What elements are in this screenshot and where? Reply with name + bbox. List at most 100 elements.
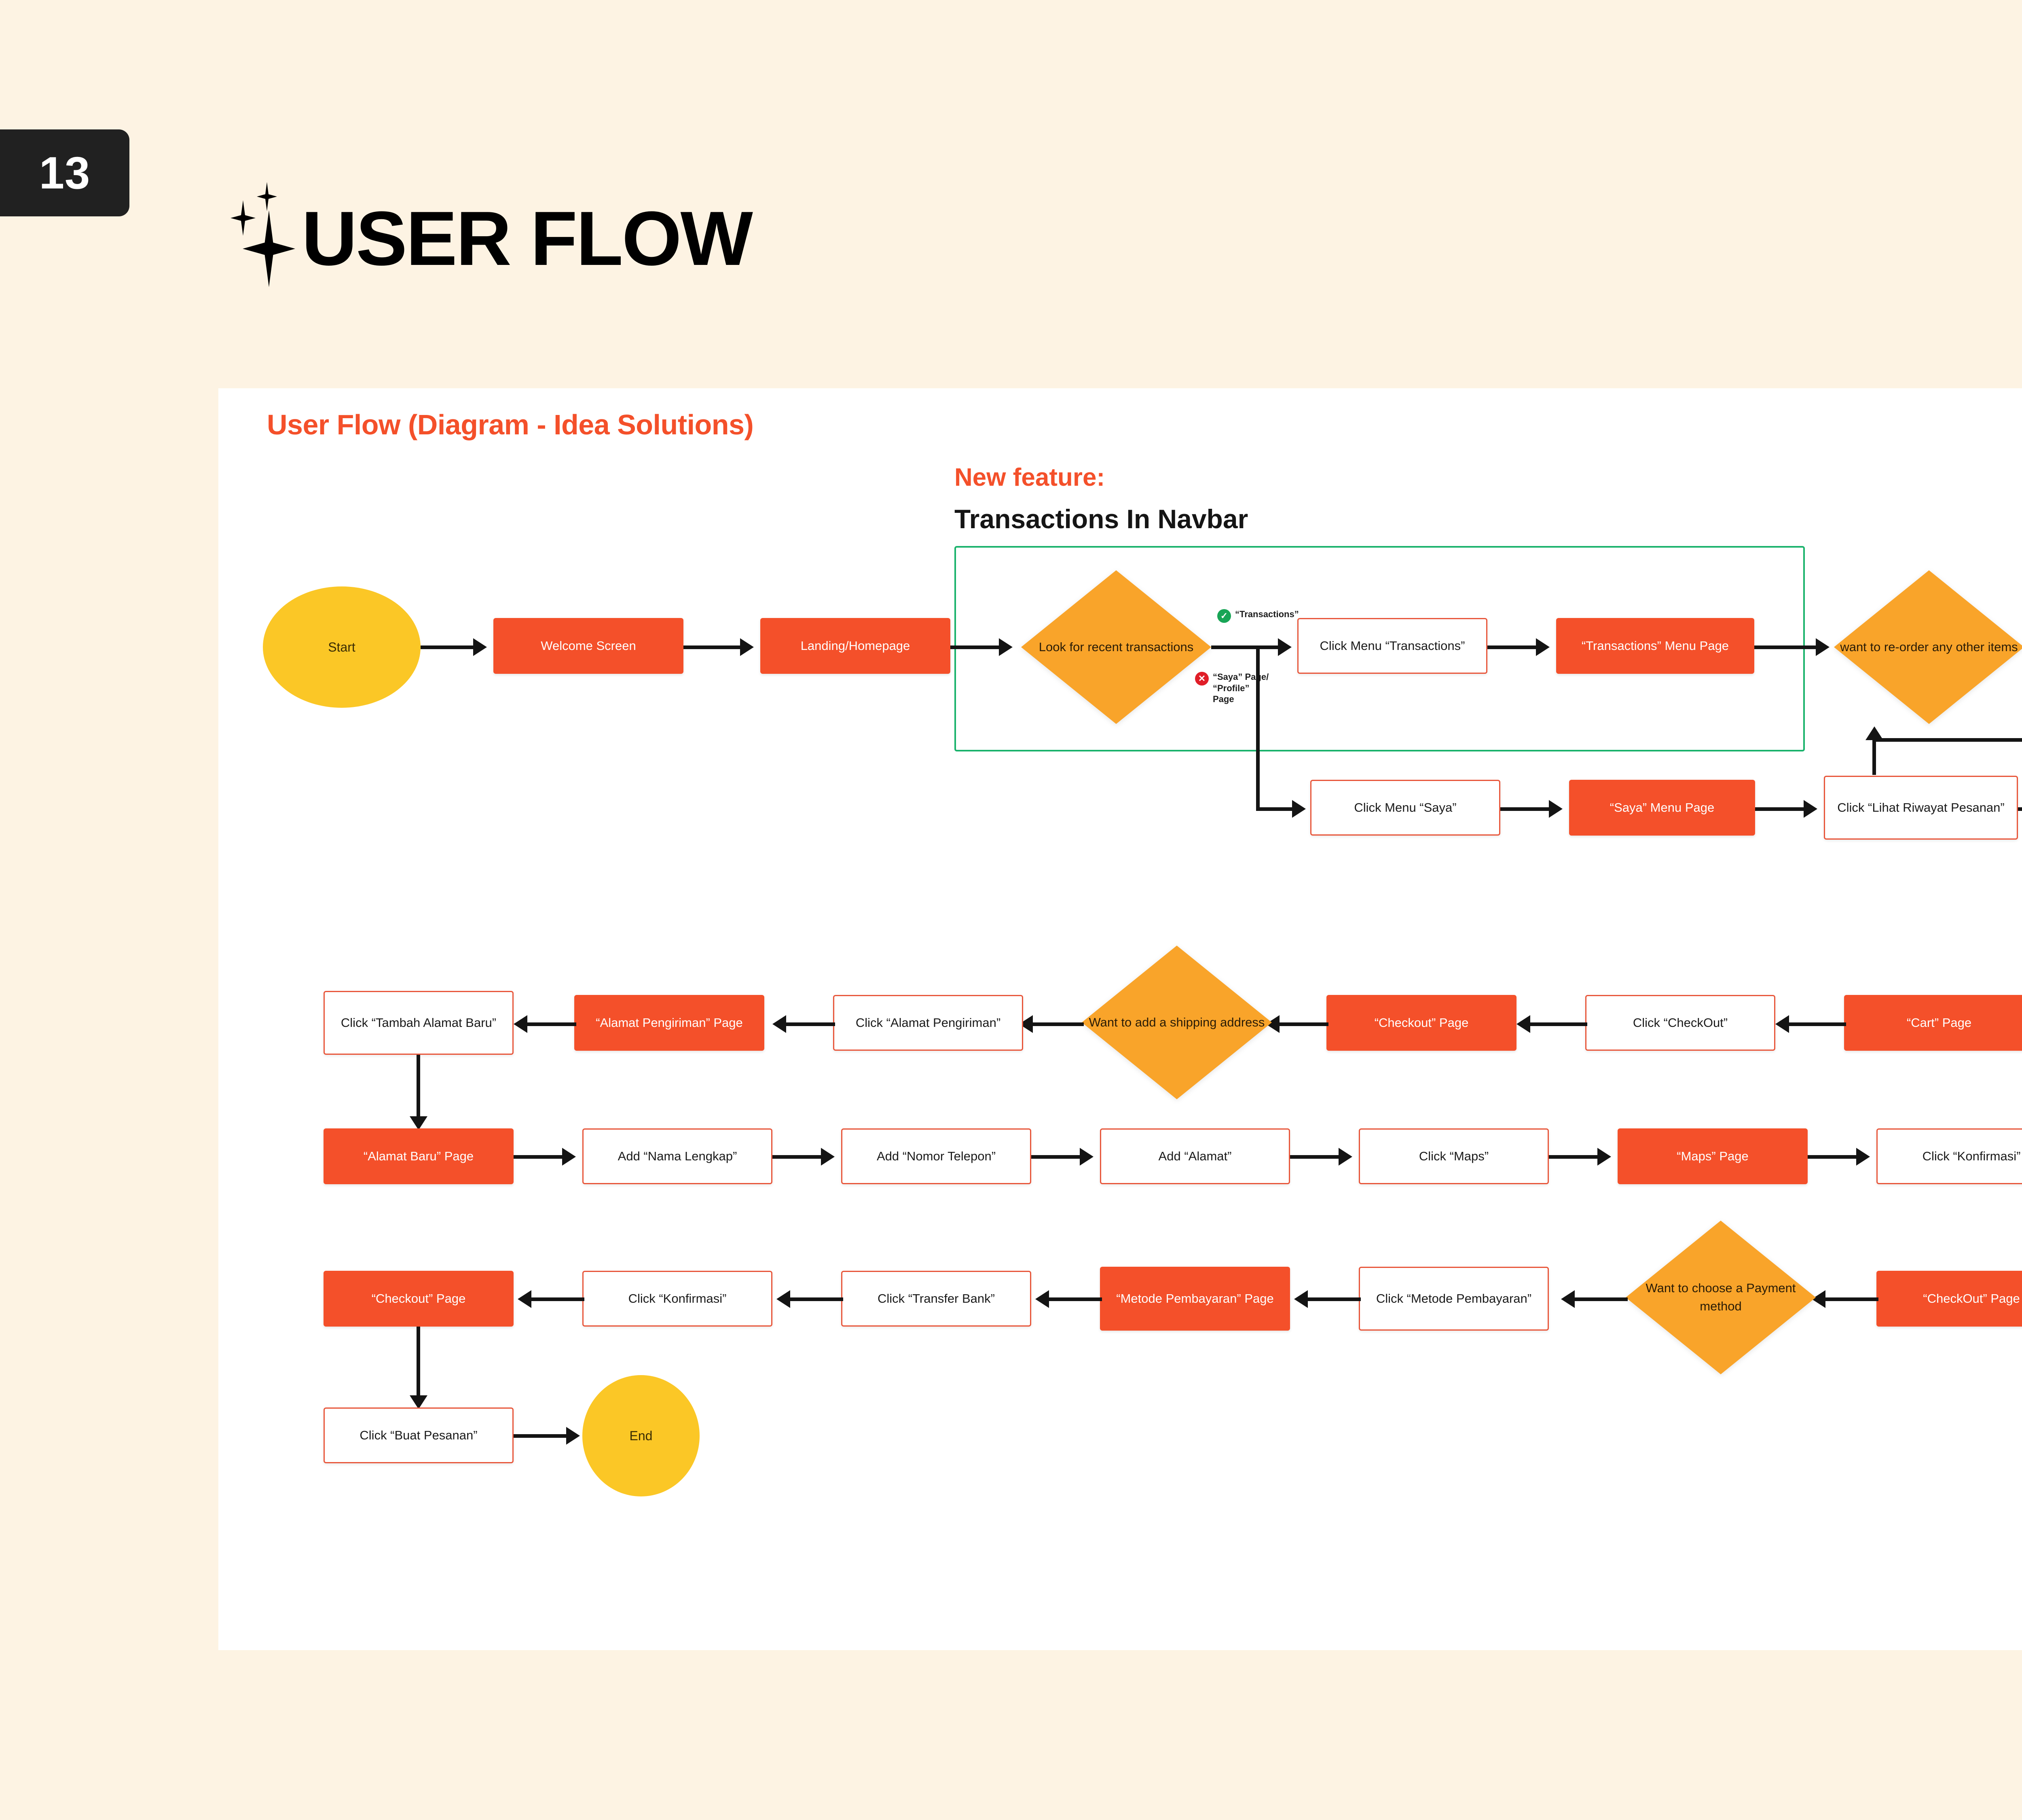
node-click-buat-pesanan[interactable]: Click “Buat Pesanan”: [324, 1407, 514, 1463]
slide-number-badge: 13: [0, 129, 129, 216]
flow-card-title: User Flow (Diagram - Idea Solutions): [267, 409, 754, 440]
arrow-left-icon: [1775, 1015, 1789, 1033]
connector: [1274, 1022, 1328, 1026]
cross-icon: ✕: [1195, 672, 1209, 686]
node-click-tambah-alamat-baru[interactable]: Click “Tambah Alamat Baru”: [324, 991, 514, 1055]
connector: [1256, 807, 1301, 811]
connector: [1820, 1297, 1878, 1301]
connector: [417, 1327, 420, 1403]
connector: [1525, 1022, 1587, 1026]
arrow-right-icon: [1292, 800, 1306, 818]
arrow-right-icon: [562, 1148, 576, 1166]
node-alamat-baru-page[interactable]: “Alamat Baru” Page: [324, 1128, 514, 1184]
node-look-for-recent-transactions[interactable]: Look for recent transactions: [1021, 570, 1211, 724]
connector: [1256, 647, 1260, 809]
arrow-left-icon: [1035, 1290, 1049, 1308]
arrow-right-icon: [1804, 800, 1817, 818]
node-checkout-page-3[interactable]: “Checkout” Page: [324, 1271, 514, 1327]
node-add-alamat[interactable]: Add “Alamat”: [1100, 1128, 1290, 1184]
arrow-right-icon: [740, 638, 754, 656]
node-add-nama-lengkap[interactable]: Add “Nama Lengkap”: [582, 1128, 772, 1184]
node-click-konfirmasi-2[interactable]: Click “Konfirmasi”: [582, 1271, 772, 1327]
node-click-menu-transactions[interactable]: Click Menu “Transactions”: [1297, 618, 1487, 674]
connector: [2018, 807, 2022, 811]
connector: [1872, 739, 1876, 775]
arrow-right-icon: [1278, 638, 1292, 656]
node-checkout-page-2[interactable]: “CheckOut” Page: [1876, 1271, 2022, 1327]
branch-label-saya-profile: ✕ “Saya” Page/ “Profile” Page: [1195, 671, 1272, 705]
connector: [1755, 807, 1808, 811]
new-feature-label: New feature:: [954, 463, 1105, 491]
node-alamat-pengiriman-page[interactable]: “Alamat Pengiriman” Page: [574, 995, 764, 1051]
arrow-left-icon: [1294, 1290, 1308, 1308]
arrow-right-icon: [1536, 638, 1550, 656]
node-want-to-choose-payment[interactable]: Want to choose a Payment method: [1626, 1221, 1816, 1374]
node-maps-page[interactable]: “Maps” Page: [1618, 1128, 1808, 1184]
arrow-down-icon: [410, 1395, 427, 1409]
arrow-up-icon: [1865, 726, 1883, 740]
arrow-right-icon: [821, 1148, 835, 1166]
node-want-to-add-shipping-address[interactable]: Want to add a shipping address: [1082, 946, 1272, 1099]
node-start[interactable]: Start: [263, 586, 421, 708]
node-add-nomor-telepon[interactable]: Add “Nomor Telepon”: [841, 1128, 1031, 1184]
branch-label-text: “Transactions”: [1235, 609, 1299, 619]
node-cart-page-2[interactable]: “Cart” Page: [1844, 995, 2022, 1051]
connector: [1027, 1022, 1084, 1026]
connector: [1569, 1297, 1628, 1301]
connector: [1808, 1155, 1860, 1159]
connector: [1031, 1155, 1084, 1159]
arrow-right-icon: [1816, 638, 1830, 656]
slide-header: USER FLOW: [226, 178, 753, 287]
node-welcome-screen[interactable]: Welcome Screen: [493, 618, 683, 674]
sparkle-icon: [226, 178, 299, 287]
arrow-left-icon: [1516, 1015, 1530, 1033]
connector: [1500, 807, 1553, 811]
node-click-metode-pembayaran[interactable]: Click “Metode Pembayaran”: [1359, 1267, 1549, 1331]
arrow-right-icon: [1080, 1148, 1093, 1166]
arrow-left-icon: [772, 1015, 786, 1033]
node-saya-menu-page[interactable]: “Saya” Menu Page: [1569, 780, 1755, 836]
connector: [1290, 1155, 1343, 1159]
arrow-right-icon: [1549, 800, 1563, 818]
connector: [1754, 645, 1819, 649]
arrow-left-icon: [776, 1290, 790, 1308]
node-end[interactable]: End: [582, 1375, 700, 1496]
node-click-transfer-bank[interactable]: Click “Transfer Bank”: [841, 1271, 1031, 1327]
node-click-menu-saya[interactable]: Click Menu “Saya”: [1310, 780, 1500, 836]
slide-number: 13: [39, 148, 91, 198]
node-landing-homepage[interactable]: Landing/Homepage: [760, 618, 950, 674]
node-click-konfirmasi-1[interactable]: Click “Konfirmasi”: [1876, 1128, 2022, 1184]
node-want-to-reorder[interactable]: want to re-order any other items: [1834, 570, 2022, 724]
connector: [1302, 1297, 1361, 1301]
node-click-lihat-riwayat-pesanan[interactable]: Click “Lihat Riwayat Pesanan”: [1824, 776, 2018, 840]
connector: [1783, 1022, 1846, 1026]
node-transactions-menu-page[interactable]: “Transactions” Menu Page: [1556, 618, 1754, 674]
check-icon: ✓: [1217, 609, 1231, 623]
node-click-alamat-pengiriman[interactable]: Click “Alamat Pengiriman”: [833, 995, 1023, 1051]
node-click-checkout[interactable]: Click “CheckOut”: [1585, 995, 1775, 1051]
arrow-right-icon: [473, 638, 487, 656]
connector: [1872, 738, 2022, 742]
connector: [514, 1155, 566, 1159]
connector: [785, 1297, 843, 1301]
node-checkout-page-1[interactable]: “Checkout” Page: [1326, 995, 1516, 1051]
node-click-maps[interactable]: Click “Maps”: [1359, 1128, 1549, 1184]
connector: [421, 645, 477, 649]
connector: [683, 645, 744, 649]
connector: [772, 1155, 825, 1159]
flow-diagram-canvas: User Flow (Diagram - Idea Solutions) New…: [218, 388, 2022, 1650]
connector: [1487, 645, 1540, 649]
arrow-left-icon: [514, 1015, 527, 1033]
arrow-right-icon: [1597, 1148, 1611, 1166]
new-feature-title: Transactions In Navbar: [954, 504, 1248, 534]
arrow-down-icon: [410, 1116, 427, 1130]
branch-label-text: “Saya” Page/ “Profile” Page: [1213, 672, 1269, 704]
connector: [514, 1434, 570, 1438]
connector: [780, 1022, 835, 1026]
node-metode-pembayaran-page[interactable]: “Metode Pembayaran” Page: [1100, 1267, 1290, 1331]
arrow-left-icon: [1561, 1290, 1575, 1308]
arrow-left-icon: [518, 1290, 531, 1308]
connector: [1043, 1297, 1102, 1301]
page-title: USER FLOW: [302, 195, 753, 281]
arrow-right-icon: [1339, 1148, 1352, 1166]
